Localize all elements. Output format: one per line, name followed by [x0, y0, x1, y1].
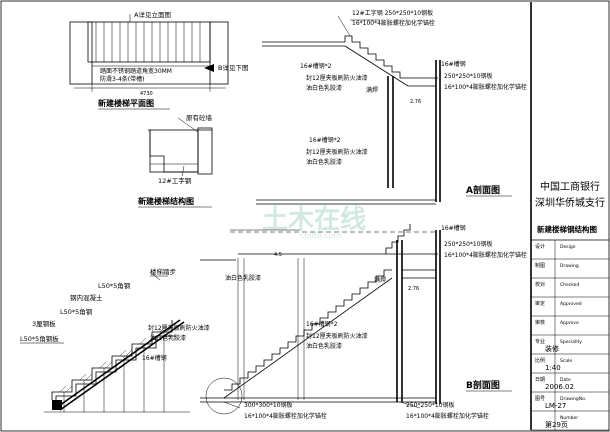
section-a-label-channel-right: 16#槽钢 [441, 60, 466, 68]
section-b-label-channel: 16#槽钢 [441, 224, 466, 232]
company-line-1: 中国工商银行 [540, 180, 600, 193]
section-b-label-channel-2: 16#槽钢*2 [306, 320, 338, 328]
title-block-label-cn: 校对 [535, 281, 545, 288]
plan-label-a: A详见立面图 [134, 10, 171, 19]
title-block-label-en: Approve [560, 320, 579, 326]
section-b-label-paint: 油白色乳胶漆 [225, 274, 261, 282]
section-a-label-board-1: 封12厘夹板刷防火油漆 [306, 74, 368, 82]
section-a-label-paint-1: 油白色乳胶漆 [306, 84, 342, 92]
watermark: 土木在线 coi88.com [262, 205, 366, 240]
plan-dimension: 4730 [140, 91, 153, 97]
title-block-label-cn: 比例 [535, 357, 545, 364]
section-b-label-bottom-bolts: 16*100*4膨胀螺栓加化学锚栓 [244, 412, 327, 420]
section-a-label-ibeam: 12#工字钢 250*250*10钢板 [352, 9, 433, 17]
section-b-stair-run [223, 269, 393, 399]
title-block-label-en: Scale [560, 358, 572, 364]
section-b-label-weld: 满焊 [374, 276, 386, 284]
stair-plan: A详见立面图 B详见下图 踏面不锈钢踏道角宽30MM 防滑3-4条(带槽) 47… [69, 10, 248, 110]
company-line-2: 深圳华侨城支行 [535, 196, 605, 209]
title-block-label-en: Checked [560, 282, 579, 288]
section-b-dimension-left: 4.5 [274, 252, 282, 258]
section-a-title: A剖面图 [466, 184, 500, 196]
section-a-label-bolts-right: 16*100*4膨胀螺栓加化学锚栓 [444, 83, 527, 91]
section-b-dimension-right: 2.76 [408, 286, 419, 292]
structure-label-wall: 原有砼墙 [186, 113, 213, 122]
plan-note-1: 踏面不锈钢踏道角宽30MM [100, 67, 172, 75]
step-detail: 楼梯踏步 L50*5角钢 钢内混凝土 L50*5角钢 3厘钢板 L50*5角钢板… [20, 267, 210, 413]
title-block-label-cn: 日期 [535, 377, 545, 383]
section-a-label-channel-2: 16#槽钢*2 [309, 136, 341, 144]
title-block-label-en: Drawing [560, 263, 579, 269]
watermark-sub: coi88.com [300, 231, 342, 240]
section-b-label-bolts: 16*100*4膨胀螺栓加化学锚栓 [444, 251, 527, 259]
detail-label-l50-c: L50*5角钢板 [20, 334, 59, 343]
plan-treads [95, 22, 201, 62]
title-block-value: 第29页 [545, 420, 568, 429]
watermark-text: 土木在线 [262, 205, 366, 235]
title-block-rows: 设计 Design 制图 Drawing 校对 Checked 审定 Approved 审核 Ap… [531, 243, 609, 431]
section-a-label-paint-2: 油白色乳胶漆 [306, 158, 342, 166]
section-b: 油白色乳胶漆 250*250*10钢板 16*100*4膨胀螺栓加化学锚栓 16… [200, 224, 527, 420]
detail-label-tread: 楼梯踏步 [150, 267, 177, 276]
plan-note-2: 防滑3-4条(带槽) [100, 75, 144, 83]
title-block-value: 2006.02 [545, 383, 574, 391]
section-b-label-bottom-plate-right: 250*250*10钢板 [406, 401, 455, 409]
section-b-label-bottom-bolts-right: 16*100*4膨胀螺栓加化学锚栓 [406, 412, 489, 420]
title-block-label-en: DrawingNo. [560, 396, 586, 402]
section-b-upper-steps [385, 224, 411, 254]
title-block-value: 1:40 [545, 364, 561, 372]
title-block-label-en: Number [560, 415, 578, 421]
section-b-title: B剖面图 [466, 379, 500, 391]
detail-label-board: 封12厘夹板刷防火油漆 [148, 324, 210, 332]
section-a-label-plate-right: 250*250*10钢板 [444, 72, 493, 80]
section-a-label-bolts-top: 16*100*4膨胀螺栓加化学锚栓 [352, 19, 435, 27]
title-block-value: LM-27 [545, 402, 566, 410]
stair-structure: 原有砼墙 12#工字钢 新建楼梯结构图 [138, 113, 213, 208]
title-block-label-cn: 审定 [535, 300, 545, 307]
structure-label-ibeam: 12#工字钢 [158, 176, 192, 185]
detail-label-channel: 16#槽钢 [142, 354, 167, 362]
section-a-label-channel-1: 16#槽钢*2 [300, 62, 332, 70]
title-block-label-en: Design [560, 244, 576, 250]
title-block-label-cn: 图号 [535, 396, 545, 402]
drawing-title: 新建楼梯钢结构图 [537, 224, 597, 234]
section-a-label-board-2: 封12厘夹板刷防火油漆 [306, 148, 368, 156]
title-block-label-en: Approved [560, 301, 582, 307]
plan-label-b: B详见下图 [218, 63, 248, 72]
plan-title: 新建楼梯平面图 [98, 98, 154, 108]
detail-hatch [59, 325, 173, 393]
structure-title: 新建楼梯结构图 [138, 196, 194, 206]
section-a-label-weld: 满焊 [366, 86, 378, 94]
title-block-label-cn: 设计 [535, 243, 545, 250]
detail-label-conc: 钢内混凝土 [70, 293, 103, 302]
detail-label-l50-b: L50*5角钢 [60, 307, 93, 316]
title-block: 中国工商银行 深圳华侨城支行 新建楼梯钢结构图 设计 Design 制图 Drawin… [530, 2, 609, 431]
title-block-label-en: Speciality [560, 339, 582, 345]
section-b-label-paint-2: 油白色乳胶漆 [306, 342, 342, 350]
section-b-label-plate: 250*250*10钢板 [444, 240, 493, 248]
detail-label-paint: 油白色乳胶漆 [150, 334, 186, 342]
section-a-dimension: 2.76 [410, 99, 421, 105]
title-block-label-en: Date [560, 377, 571, 383]
title-block-label-cn: 审核 [535, 319, 545, 326]
detail-label-angle: 3厘钢板 [32, 319, 56, 328]
title-block-value: 装修 [545, 344, 559, 353]
title-block-label-cn: 专业 [535, 338, 545, 345]
title-block-label-cn: 制图 [535, 262, 545, 269]
section-a: 12#工字钢 250*250*10钢板 16*100*4膨胀螺栓加化学锚栓 16… [256, 9, 527, 205]
detail-label-l50: L50*5角钢 [98, 281, 131, 290]
section-b-label-bottom-plate: 300*300*10钢板 [244, 401, 293, 409]
section-b-label-board: 封12厘夹板刷防火油漆 [306, 332, 368, 340]
